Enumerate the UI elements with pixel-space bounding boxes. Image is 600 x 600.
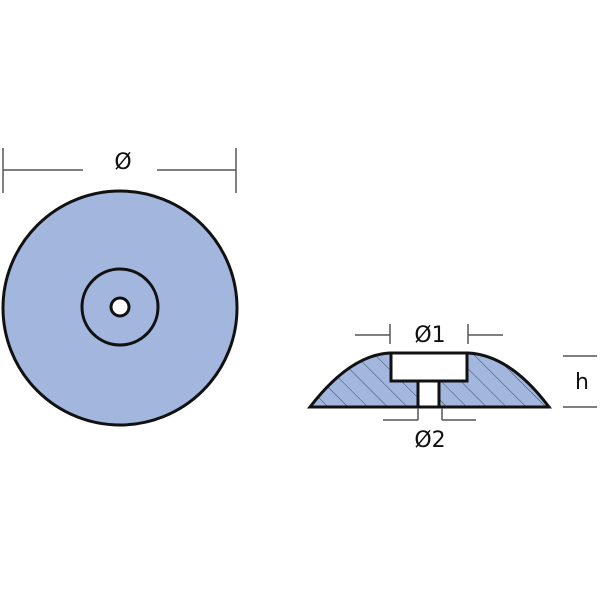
diameter-1-label: Ø1 bbox=[414, 323, 445, 348]
bolt-hole bbox=[416, 379, 441, 409]
center-hole bbox=[109, 296, 131, 318]
inner-recess-ring bbox=[80, 267, 160, 347]
height-label: h bbox=[575, 370, 589, 395]
diameter-label: Ø bbox=[114, 150, 131, 175]
diameter-2-dimension bbox=[383, 408, 476, 421]
recess-cavity bbox=[389, 351, 469, 383]
diameter-1-dimension bbox=[355, 324, 503, 344]
diameter-2-label: Ø2 bbox=[414, 428, 445, 453]
height-dimension bbox=[563, 355, 597, 408]
section-view: Ø1 Ø2 h bbox=[306, 323, 597, 453]
diameter-dimension bbox=[2, 148, 237, 193]
top-view: Ø bbox=[1, 148, 239, 427]
